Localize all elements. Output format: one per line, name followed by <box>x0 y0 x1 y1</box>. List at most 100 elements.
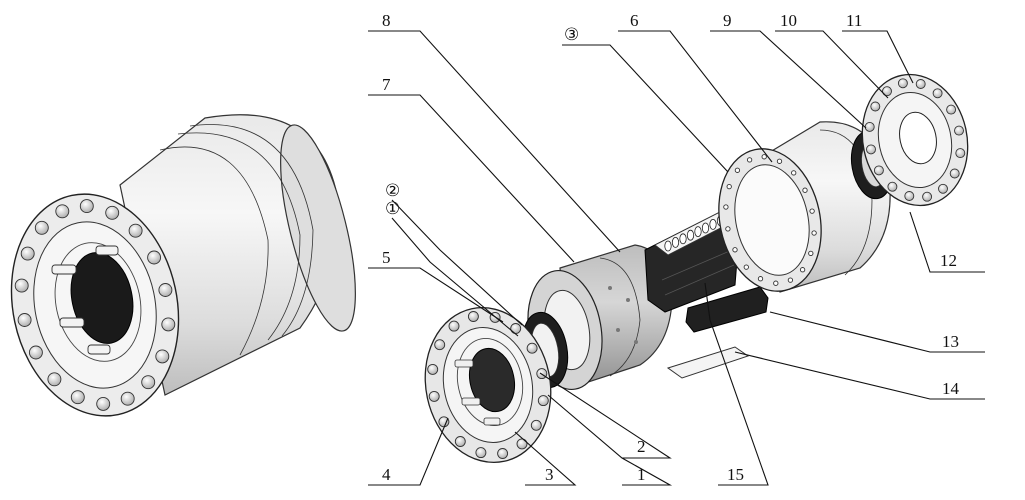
label-14: 14 <box>942 379 960 398</box>
bolt <box>897 78 908 89</box>
label-11: 11 <box>846 11 862 30</box>
bolt <box>864 121 875 132</box>
leader-lines <box>368 30 985 486</box>
bolt-hole <box>773 280 779 286</box>
label-4: 4 <box>382 465 391 484</box>
bolt <box>448 320 460 332</box>
bolt <box>882 86 892 97</box>
label-10: 10 <box>780 11 797 30</box>
bolt <box>155 349 170 364</box>
label-7: 7 <box>382 75 391 94</box>
bolt <box>14 278 29 293</box>
bolt <box>946 104 957 115</box>
bolt <box>28 345 43 360</box>
bolt-hole <box>726 183 732 190</box>
coil-turn <box>694 226 702 238</box>
bolt <box>161 317 176 332</box>
coil-turn <box>701 222 710 234</box>
bolt-hole <box>734 167 741 173</box>
coil-turn <box>664 240 672 252</box>
bolt <box>475 447 487 459</box>
label-5: 5 <box>382 248 391 267</box>
bolt-hole <box>725 226 731 232</box>
rear-flange-assembly <box>861 73 969 207</box>
housing-bolt-holes <box>723 154 817 286</box>
bolt <box>873 165 884 176</box>
plate-part-14 <box>666 346 750 379</box>
part-labels: 8 ③ 6 9 10 11 7 ② ① 5 12 13 14 2 1 3 4 1… <box>382 11 960 484</box>
bolt <box>20 246 35 261</box>
bolt <box>510 323 522 334</box>
label-2: 2 <box>637 437 646 456</box>
rear-flange-bolt-ring <box>864 78 966 202</box>
coil-turn <box>686 229 695 241</box>
bolt <box>887 181 898 192</box>
bolt-hole <box>787 277 794 283</box>
bolt <box>79 199 94 214</box>
label-1: 1 <box>637 465 646 484</box>
front-flange-bolt-ring <box>427 311 549 459</box>
label-circled-2: ② <box>385 181 400 200</box>
bolt <box>141 375 156 390</box>
bolt <box>55 204 70 219</box>
bolt <box>427 363 439 375</box>
bolt <box>516 438 528 450</box>
bolt-hole <box>799 267 806 273</box>
bolt-hole <box>808 250 814 257</box>
bolt <box>497 448 509 459</box>
bolt <box>526 342 538 354</box>
bolt <box>128 223 143 238</box>
bolt <box>70 390 85 405</box>
assembled-rear-face <box>280 124 356 332</box>
label-12: 12 <box>940 251 957 270</box>
coil-turn <box>709 218 717 230</box>
bolt <box>47 372 62 387</box>
bolt <box>954 125 964 136</box>
bolt <box>537 395 549 407</box>
bolt <box>467 311 479 322</box>
label-13: 13 <box>942 332 959 351</box>
bolt <box>34 220 49 235</box>
bolt <box>949 168 960 179</box>
bolt <box>434 339 446 351</box>
bolt-hole <box>811 230 817 236</box>
bolt <box>428 390 440 402</box>
label-3: 3 <box>545 465 554 484</box>
bolt <box>105 205 120 220</box>
bolt-hole <box>776 158 783 164</box>
bolt-hole <box>732 247 738 253</box>
bolt <box>938 183 948 194</box>
bolt-hole <box>791 170 797 176</box>
bolt <box>866 144 876 155</box>
bolt <box>955 148 966 159</box>
bolt <box>454 436 466 447</box>
assembled-unit <box>10 114 356 417</box>
bolt <box>932 88 943 99</box>
bolt-hole <box>809 208 815 214</box>
bolt <box>922 191 933 202</box>
assembled-bolt-ring <box>14 199 176 411</box>
bolt-hole <box>761 154 767 160</box>
bolt-hole <box>743 264 749 270</box>
coil-turn <box>679 233 687 245</box>
label-15: 15 <box>727 465 744 484</box>
bolt <box>870 101 881 112</box>
front-flange-assembly <box>424 306 552 464</box>
label-circled-1: ① <box>385 199 400 218</box>
bolt <box>120 391 135 406</box>
label-6: 6 <box>630 11 639 30</box>
bolt-hole <box>757 276 764 282</box>
bolt <box>904 191 915 201</box>
assembled-bore <box>70 252 134 344</box>
label-circled-3: ③ <box>564 25 579 44</box>
bolt <box>158 283 173 297</box>
coil-turn <box>671 236 680 248</box>
bolt-hole <box>802 187 808 193</box>
bolt-hole <box>746 157 753 163</box>
bolt <box>96 396 111 411</box>
bolt <box>915 79 926 89</box>
bolt <box>17 313 32 327</box>
label-8: 8 <box>382 11 391 30</box>
bolt-hole <box>723 204 729 210</box>
